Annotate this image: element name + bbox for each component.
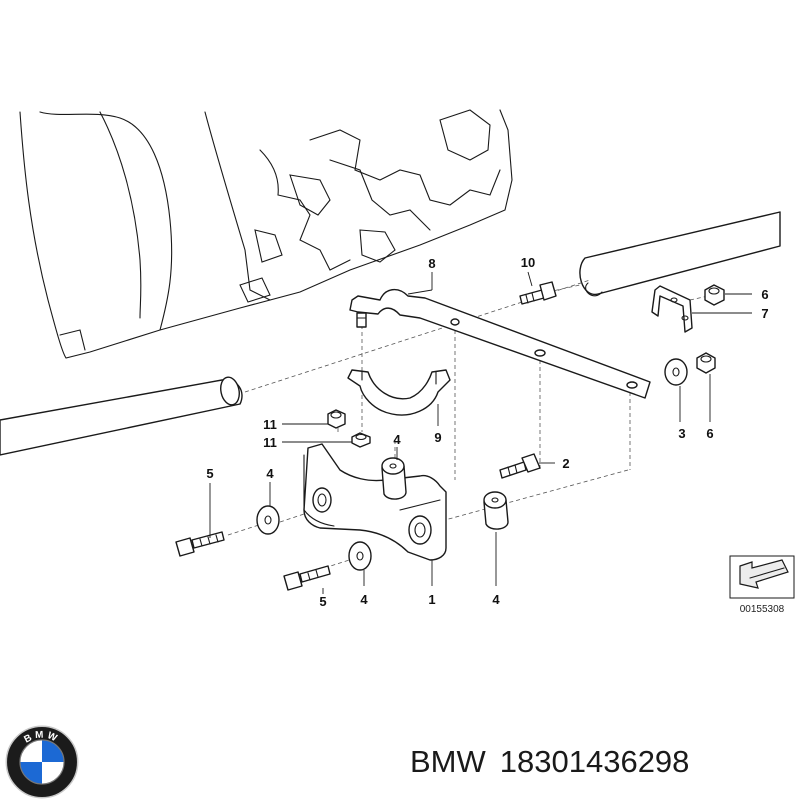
transmission-housing xyxy=(19,109,513,359)
callout-6-lower: 6 xyxy=(706,426,713,441)
bmw-logo: BMW xyxy=(5,725,79,799)
bolt-2 xyxy=(499,453,541,479)
bolt-5-upper xyxy=(175,531,225,557)
callout-6-upper: 6 xyxy=(761,287,768,302)
callout-4-left: 4 xyxy=(266,466,274,481)
bushing-4-right xyxy=(483,491,509,530)
washer-4-left xyxy=(256,505,280,535)
callout-4-right: 4 xyxy=(492,592,500,607)
part-number: 18301436298 xyxy=(499,744,690,779)
callout-1: 1 xyxy=(428,592,435,607)
callout-8: 8 xyxy=(428,256,435,271)
washer-4-bottom xyxy=(348,541,372,571)
mounting-plate xyxy=(303,443,447,561)
brand-name: BMW xyxy=(410,744,486,779)
nut-6-lower xyxy=(696,352,716,374)
callout-5-upper: 5 xyxy=(206,466,213,481)
callout-7: 7 xyxy=(761,306,768,321)
exhaust-pipe-right xyxy=(579,211,781,297)
nut-11-lower xyxy=(351,432,371,448)
part-caption: BMW 18301436298 xyxy=(410,740,790,784)
bracket-strap xyxy=(349,289,651,399)
svg-text:BMW: BMW xyxy=(22,729,61,745)
callout-4-top: 4 xyxy=(393,432,401,447)
washer-3 xyxy=(664,358,688,386)
bolt-10 xyxy=(519,281,557,305)
callout-3: 3 xyxy=(678,426,685,441)
reference-code: 00155308 xyxy=(740,604,785,615)
clamp-bolt xyxy=(356,312,367,328)
callout-11-lower: 11 xyxy=(263,435,277,450)
callout-10: 10 xyxy=(521,255,535,270)
callout-labels: 1 2 3 4 4 4 4 5 5 6 6 7 8 9 10 11 11 xyxy=(206,255,768,609)
nut-11-upper xyxy=(327,409,346,429)
nut-6-upper xyxy=(704,284,725,306)
callout-2: 2 xyxy=(562,456,569,471)
callout-11-upper: 11 xyxy=(263,417,277,432)
exhaust-pipe-left xyxy=(0,376,243,456)
bolt-5-lower xyxy=(283,565,331,591)
reference-box: 00155308 xyxy=(729,555,795,615)
leader-lines xyxy=(209,271,752,594)
bushing-4-top xyxy=(381,457,407,500)
callout-9: 9 xyxy=(434,430,441,445)
callout-5-lower: 5 xyxy=(319,594,326,609)
direction-arrow-icon xyxy=(739,559,789,589)
u-clamp xyxy=(347,369,451,416)
bracket-7 xyxy=(651,285,693,333)
callout-4-bottom: 4 xyxy=(360,592,368,607)
